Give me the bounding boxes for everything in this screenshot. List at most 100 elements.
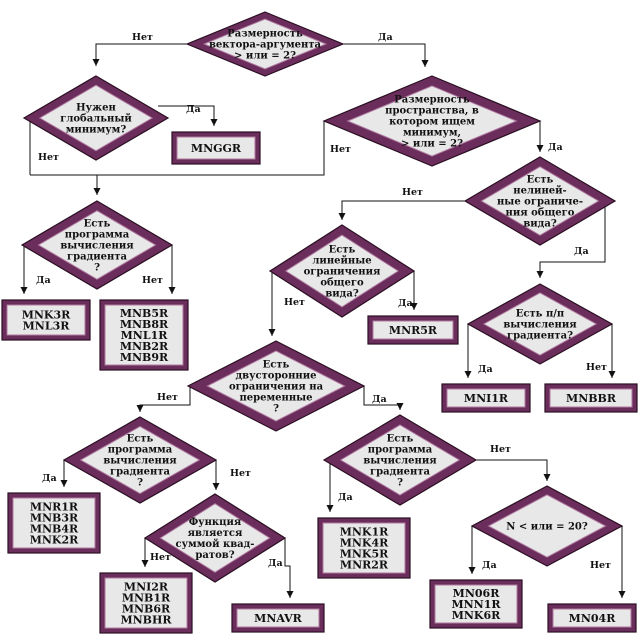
result-fill — [446, 388, 526, 408]
result-fill — [104, 304, 184, 366]
decision-text: вычисления — [60, 241, 134, 252]
result-text: MNBBR — [566, 392, 617, 405]
result-fill — [322, 522, 406, 574]
q5-yes-label: Да — [36, 275, 51, 286]
arrow-head — [421, 60, 429, 67]
result-r1: MNGGR — [171, 131, 261, 165]
result-fill — [176, 136, 256, 160]
decision-text: ? — [94, 263, 100, 274]
connector-line — [30, 121, 325, 176]
result-text: MNN1R — [451, 598, 501, 611]
result-text: MN04R — [569, 612, 617, 625]
result-text: MN06R — [453, 587, 501, 600]
decision-text: Есть — [263, 360, 290, 371]
decision-text: ? — [397, 478, 403, 489]
result-r5: MNI1R — [441, 383, 531, 413]
result-r4: MNR5R — [367, 315, 459, 345]
result-fill — [236, 608, 320, 628]
decision-text: ограничения на — [229, 382, 324, 393]
result-text: MNR1R — [30, 501, 79, 514]
decision-text: программа — [368, 445, 433, 456]
result-text: MNB9R — [120, 351, 169, 364]
decision-fill — [480, 166, 600, 236]
arrow-head — [20, 287, 28, 294]
result-text: MNK6R — [452, 609, 501, 622]
q1-yes-label: Да — [378, 32, 393, 43]
q12-yes-label: Да — [482, 560, 497, 571]
arrow-head — [536, 271, 544, 278]
decision-text: ния общего — [506, 208, 575, 219]
result-text: MNR2R — [340, 559, 389, 572]
connector-line — [343, 43, 426, 67]
result-text: MNAVR — [254, 612, 303, 625]
decision-text: Есть — [329, 245, 356, 256]
q1-no-label: Нет — [132, 32, 153, 43]
decision-fill — [487, 494, 607, 558]
decision-text: Есть — [527, 175, 554, 186]
decision-text: линейные — [312, 256, 371, 267]
decision-text: Размерность — [227, 29, 303, 40]
result-text: MNR5R — [389, 324, 438, 337]
q8-no-label: Нет — [157, 392, 178, 403]
arrow-head — [141, 560, 149, 567]
q2-yes-label: Да — [186, 104, 201, 115]
result-text: MNK2R — [30, 534, 79, 547]
decision-q12: N < или = 20? — [470, 485, 624, 567]
decision-text: котором ищем — [389, 117, 475, 128]
decision-text: Функция — [189, 517, 242, 528]
decision-text: минимум, — [403, 128, 461, 139]
arrow-head — [168, 287, 176, 294]
decision-text: градиента? — [507, 331, 573, 342]
q10-no-label: Нет — [490, 444, 511, 455]
result-text: MNB5R — [120, 307, 169, 320]
decision-fill — [202, 18, 328, 70]
decision-text: программа — [108, 445, 173, 456]
decision-text: N < или = 20? — [506, 522, 588, 533]
q3-no-label: Нет — [330, 144, 351, 155]
decision-text: > или = 2? — [234, 51, 296, 62]
result-text: MNBHR — [120, 614, 172, 627]
arrow-head — [543, 474, 551, 481]
result-text: MNB8R — [120, 318, 169, 331]
result-r6: MNBBR — [544, 383, 638, 413]
result-text: MNL1R — [121, 329, 169, 342]
q9-yes-label: Да — [42, 473, 57, 484]
q2-no-label: Нет — [38, 152, 59, 163]
decision-text: ? — [273, 404, 279, 415]
arrow-head — [410, 303, 418, 310]
q5-no-label: Нет — [142, 275, 163, 286]
decision-fill — [346, 85, 518, 157]
q7-yes-label: Да — [478, 364, 493, 375]
arrow-head — [608, 371, 616, 378]
q7-no-label: Нет — [586, 362, 607, 373]
result-text: MNB4R — [30, 523, 79, 536]
decision-fill — [79, 425, 201, 495]
decision-text: Есть п/п — [516, 309, 564, 320]
decision-fill — [38, 84, 154, 152]
decision-fill — [482, 292, 598, 356]
decision-text: Есть — [387, 434, 414, 445]
arrow-head — [338, 213, 346, 220]
q11-yes-label: Да — [268, 558, 283, 569]
q8-yes-label: Да — [372, 394, 387, 405]
decision-text: вычисления — [363, 456, 437, 467]
decision-text: вычисления — [103, 456, 177, 467]
result-text: MNK3R — [22, 309, 71, 322]
arrow-head — [268, 329, 276, 336]
decision-text: вида? — [325, 289, 359, 300]
arrow-head — [464, 371, 472, 378]
q4-no-label: Нет — [402, 187, 423, 198]
